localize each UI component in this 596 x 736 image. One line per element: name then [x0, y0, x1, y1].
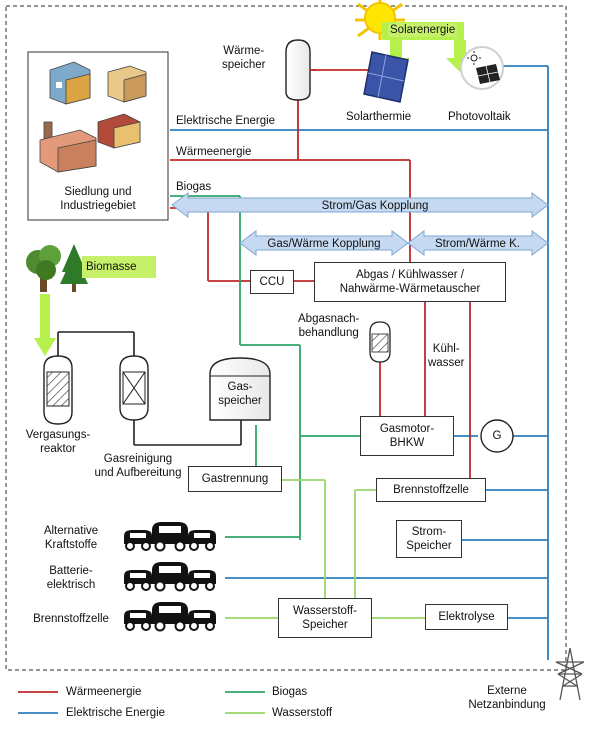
legend-biogas: Biogas [272, 686, 308, 698]
brennstoffzelle-label: Brennstoffzelle [33, 613, 109, 625]
legend-lines [18, 691, 265, 714]
gasifier-pipes [57, 331, 242, 446]
car-icons [124, 522, 216, 632]
hydrogen-lines [225, 479, 425, 619]
stromspeicher-box: Strom- Speicher [396, 520, 462, 558]
solar-panel-icon [363, 51, 409, 103]
vergasungsreaktor-label: Vergasungs- reaktor [25, 429, 91, 455]
biomasse-label: Biomasse [82, 256, 156, 278]
legend-wasserstoff: Wasserstoff [272, 707, 333, 719]
legend-elektrische-energie: Elektrische Energie [66, 707, 166, 719]
kuehlwasser-label: Kühl- wasser [428, 343, 465, 369]
batterie-elektrisch-label: Batterie- elektrisch [46, 565, 96, 591]
coupling-arrow-strom-waerme [407, 230, 549, 256]
exhaust-treatment-unit [369, 321, 391, 363]
strom-gas-kopplung-label: Strom/Gas Kopplung [321, 200, 429, 212]
building-icon [49, 61, 147, 105]
car-icon [188, 610, 216, 631]
elektrische-energie-label: Elektrische Energie [176, 115, 276, 127]
biogas-lines [170, 195, 360, 540]
waermeenergie-label: Wärmeenergie [176, 146, 252, 158]
gas-storage-tank [209, 357, 271, 421]
siedlung-label: Siedlung und Industriegebiet [60, 186, 136, 212]
generator-label: G [492, 430, 502, 442]
biogas-label: Biogas [176, 181, 212, 193]
alternative-kraftstoffe-label: Alternative Kraftstoffe [43, 525, 99, 551]
elektrolyse-box: Elektrolyse [425, 604, 508, 630]
abgas-box: Abgas / Kühlwasser / Nahwärme-Wärmetausc… [314, 262, 506, 302]
biomass-arrow [34, 294, 56, 356]
externe-netzanbindung-label: Externe Netzanbindung [468, 685, 546, 711]
car-icon [152, 602, 188, 632]
legend-waermeenergie: Wärmeenergie [66, 686, 142, 698]
power-pylon-icon [555, 647, 585, 701]
photovoltaik-label: Photovoltaik [448, 111, 511, 123]
gastrennung-box: Gastrennung [188, 466, 282, 492]
abgasnachbehandlung-label: Abgasnach- behandlung [298, 313, 360, 339]
car-icon [188, 570, 216, 591]
heat-storage-tank [285, 39, 316, 101]
gasreinigung-label: Gasreinigung und Aufbereitung [94, 453, 182, 479]
solarthermie-label: Solarthermie [346, 111, 412, 123]
brennstoffzelle-box: Brennstoffzelle [376, 478, 486, 502]
car-icon [152, 562, 188, 592]
factory-icon [39, 113, 141, 173]
car-icon [152, 522, 188, 552]
gasification-reactor [43, 355, 73, 425]
car-icon [124, 570, 152, 591]
photovoltaic-icon [460, 46, 504, 90]
tree-icon [26, 244, 88, 292]
electric-lines [170, 65, 549, 660]
strom-waerme-label: Strom/Wärme K. [435, 238, 520, 250]
gas-cleaning-unit [119, 355, 149, 421]
waermespeicher-label: Wärme- speicher [222, 45, 266, 71]
car-icon [124, 530, 152, 551]
ccu-box: CCU [250, 270, 294, 294]
generator-circle [480, 419, 514, 453]
coupling-arrow-strom-gas [171, 192, 549, 218]
solarenergie-label: Solarenergie [388, 23, 458, 37]
gasspeicher-label: Gas- speicher [218, 381, 262, 407]
gas-waerme-kopplung-label: Gas/Wärme Kopplung [267, 238, 381, 250]
gasmotor-bhkw-box: Gasmotor- BHKW [360, 416, 454, 456]
car-icon [188, 530, 216, 551]
car-icon [124, 610, 152, 631]
system-boundary [5, 5, 567, 671]
wasserstoff-speicher-box: Wasserstoff- Speicher [278, 598, 372, 638]
